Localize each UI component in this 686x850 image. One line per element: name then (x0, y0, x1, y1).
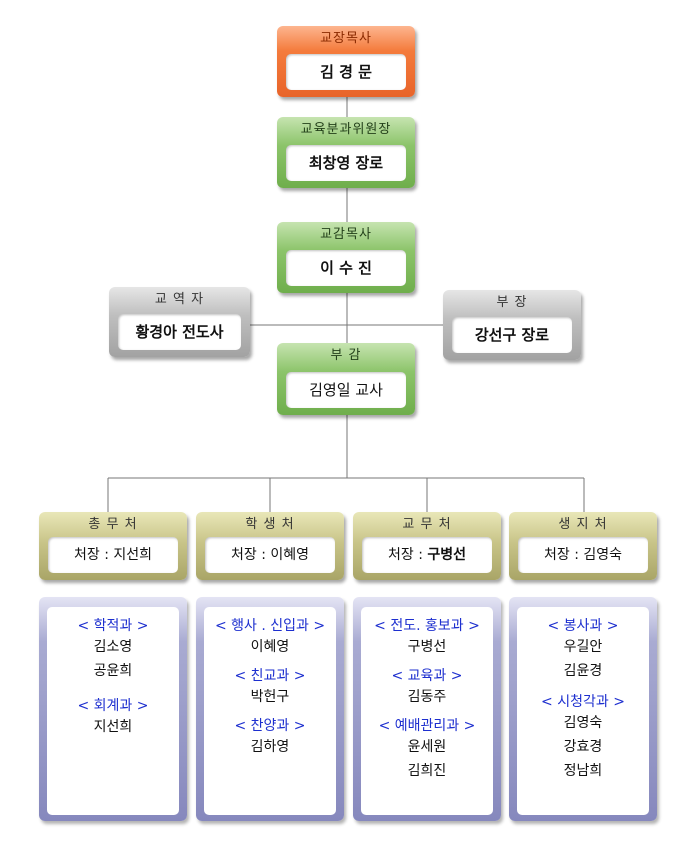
office-head-label: 처장 : (73, 547, 114, 563)
minister-name: 황경아 전도사 (118, 314, 241, 350)
dept-panel-student: < 행사 . 신입과 > 이혜영 < 친교과 > 박헌구 < 찬양과 > 김하영 (196, 597, 344, 821)
office-head-name: 이혜영 (270, 547, 310, 563)
office-title: 학 생 처 (245, 517, 295, 532)
office-general-affairs: 총 무 처 처장 : 지선희 (39, 512, 187, 580)
office-head: 처장 : 지선희 (48, 537, 178, 573)
dept-section-title: < 봉사과 > (547, 618, 619, 634)
dept-panel-life: < 봉사과 > 우길안 김윤경 < 시청각과 > 김영숙 강효경 정남희 (509, 597, 657, 821)
dept-section-title: < 회계과 > (77, 698, 149, 714)
dept-section-title: < 찬양과 > (234, 718, 306, 734)
office-head-name: 김영숙 (583, 547, 623, 563)
dept-section-title: < 예배관리과 > (378, 718, 476, 734)
office-title: 총 무 처 (88, 517, 138, 532)
vice-principal-name: 이 수 진 (286, 250, 406, 286)
principal-name: 김 경 문 (286, 54, 406, 90)
director-title: 부 장 (496, 295, 528, 310)
member-name: 김소영 (93, 639, 133, 655)
member-name: 공윤희 (93, 663, 133, 679)
dept-section-title: < 전도. 홍보과 > (374, 618, 480, 634)
member-name: 윤세원 (407, 739, 447, 755)
dept-list: < 행사 . 신입과 > 이혜영 < 친교과 > 박헌구 < 찬양과 > 김하영 (204, 607, 336, 815)
minister-title: 교 역 자 (154, 292, 205, 307)
director-box: 부 장 강선구 장로 (443, 290, 581, 360)
dept-section-title: < 시청각과 > (541, 694, 625, 710)
committee-chair-name: 최창영 장로 (286, 145, 406, 181)
member-name: 지선희 (93, 719, 133, 735)
office-head-name: 지선희 (113, 547, 153, 563)
dept-panel-general: < 학적과 > 김소영 공윤희 < 회계과 > 지선희 (39, 597, 187, 821)
member-name: 이혜영 (250, 639, 290, 655)
office-head-label: 처장 : (543, 547, 584, 563)
member-name: 김윤경 (563, 663, 603, 679)
member-name: 김영숙 (563, 715, 603, 731)
member-name: 박헌구 (250, 689, 290, 705)
dept-list: < 봉사과 > 우길안 김윤경 < 시청각과 > 김영숙 강효경 정남희 (517, 607, 649, 815)
office-student-affairs: 학 생 처 처장 : 이혜영 (196, 512, 344, 580)
office-title: 생 지 처 (558, 517, 608, 532)
minister-box: 교 역 자 황경아 전도사 (109, 287, 250, 357)
member-name: 김희진 (407, 763, 447, 779)
office-head-label: 처장 : (387, 547, 428, 563)
dept-section-title: < 학적과 > (77, 618, 149, 634)
dept-list: < 학적과 > 김소영 공윤희 < 회계과 > 지선희 (47, 607, 179, 815)
member-name: 김하영 (250, 739, 290, 755)
director-name: 강선구 장로 (452, 317, 572, 353)
office-academic-affairs: 교 무 처 처장 : 구병선 (353, 512, 501, 580)
member-name: 김동주 (407, 689, 447, 705)
office-head: 처장 : 김영숙 (518, 537, 648, 573)
member-name: 구병선 (407, 639, 447, 655)
deputy-title: 부 감 (330, 348, 362, 363)
dept-section-title: < 교육과 > (391, 668, 463, 684)
committee-chair-box: 교육분과위원장 최창영 장로 (277, 117, 415, 188)
office-head-name: 구병선 (427, 547, 467, 563)
dept-section-title: < 행사 . 신입과 > (214, 618, 326, 634)
deputy-name: 김영일 교사 (286, 372, 406, 408)
dept-list: < 전도. 홍보과 > 구병선 < 교육과 > 김동주 < 예배관리과 > 윤세… (361, 607, 493, 815)
dept-section-title: < 친교과 > (234, 668, 306, 684)
member-name: 정남희 (563, 763, 603, 779)
deputy-box: 부 감 김영일 교사 (277, 343, 415, 415)
principal-title: 교장목사 (320, 31, 372, 46)
dept-panel-academic: < 전도. 홍보과 > 구병선 < 교육과 > 김동주 < 예배관리과 > 윤세… (353, 597, 501, 821)
office-head: 처장 : 이혜영 (205, 537, 335, 573)
office-title: 교 무 처 (402, 517, 452, 532)
office-head: 처장 : 구병선 (362, 537, 492, 573)
vice-principal-title: 교감목사 (320, 227, 372, 242)
vice-principal-box: 교감목사 이 수 진 (277, 222, 415, 293)
office-head-label: 처장 : (230, 547, 271, 563)
member-name: 강효경 (563, 739, 603, 755)
principal-box: 교장목사 김 경 문 (277, 26, 415, 97)
member-name: 우길안 (563, 639, 603, 655)
committee-chair-title: 교육분과위원장 (300, 122, 392, 137)
office-life-guidance: 생 지 처 처장 : 김영숙 (509, 512, 657, 580)
